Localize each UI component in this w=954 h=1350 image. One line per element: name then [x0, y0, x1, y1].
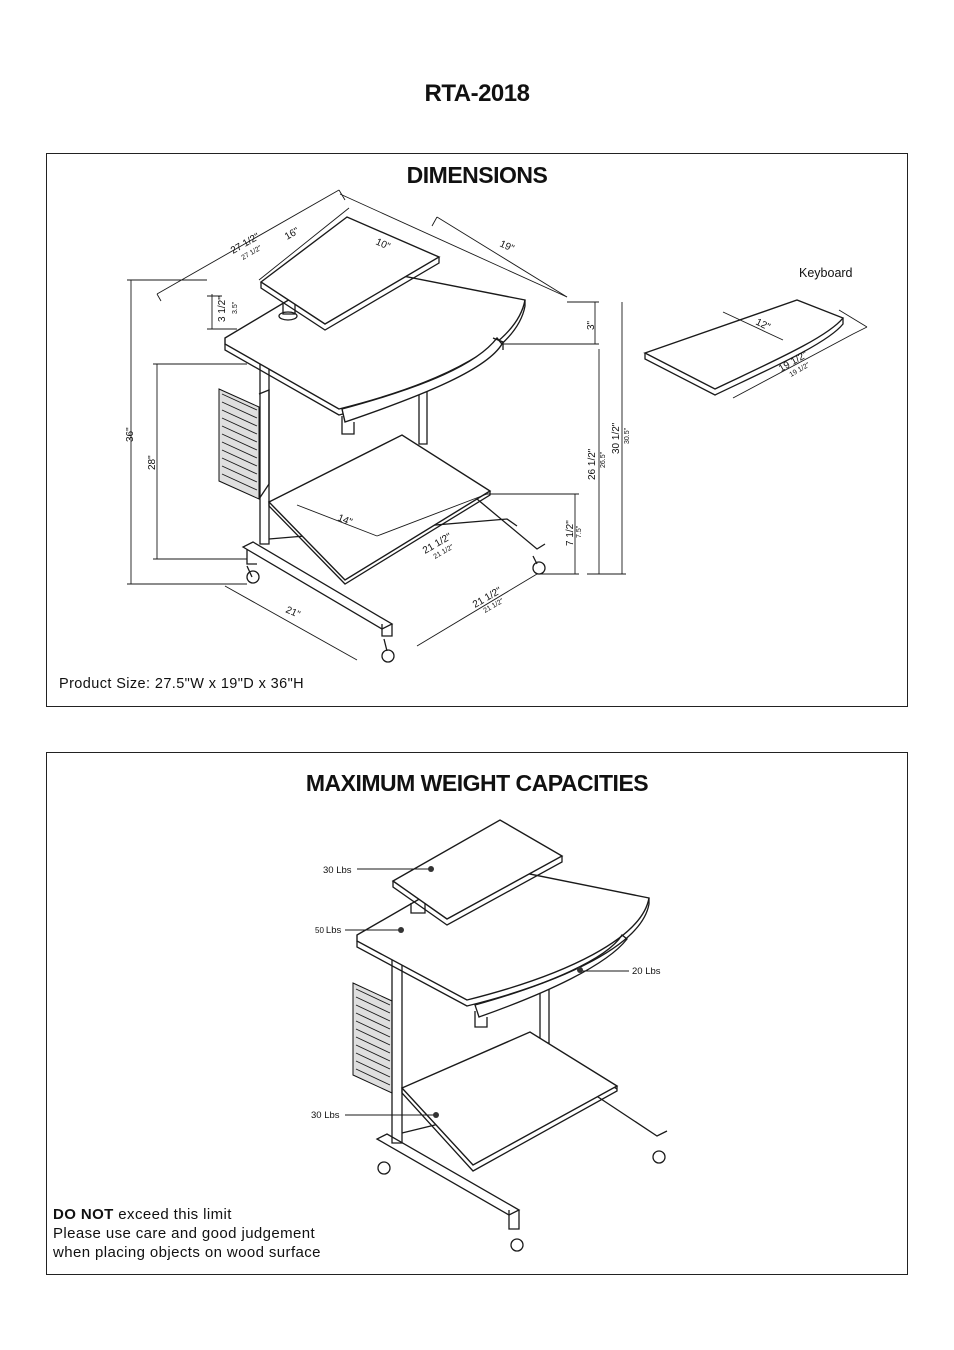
weight-heading: MAXIMUM WEIGHT CAPACITIES	[305, 770, 649, 796]
keyboard-height-small-label: 30.5"	[624, 427, 631, 444]
shelf-height-label: 7 1/2"	[565, 520, 576, 546]
weight-panel: MAXIMUM WEIGHT CAPACITIES	[46, 752, 908, 1275]
keyboard-height-label: 30 1/2"	[611, 422, 622, 454]
monitor-height-small-label: 3.5"	[232, 301, 239, 314]
tray-drop-label: 3"	[586, 320, 597, 330]
product-size-caption: Product Size: 27.5"W x 19"D x 36"H	[59, 676, 305, 692]
base-width-label: 21"	[284, 605, 302, 621]
desk-height-label: 28"	[147, 455, 158, 470]
dimensions-panel: DIMENSIONS	[46, 153, 908, 707]
monitor-height-label: 3 1/2"	[217, 296, 228, 322]
bottom-shelf-weight: 30 Lbs	[311, 1110, 340, 1121]
monitor-width-label: 16"	[283, 226, 302, 243]
desk-top-weight-value: 50	[315, 926, 324, 935]
note-bold: DO NOT	[53, 1206, 114, 1223]
note-line-3: when placing objects on wood surface	[53, 1244, 321, 1261]
shelf-height-small-label: 7.5"	[576, 525, 583, 538]
weight-note: DO NOT exceed this limit Please use care…	[53, 1205, 321, 1262]
bottom-shelf	[267, 434, 492, 581]
keyboard-detail: Keyboard 12" 19 1/2" 19 1/2"	[643, 266, 868, 399]
keyboard-label: Keyboard	[799, 266, 853, 280]
tray-clearance-label: 26 1/2"	[587, 448, 598, 480]
note-rest: exceed this limit	[113, 1206, 232, 1223]
cpu-holder-weights	[352, 982, 393, 1094]
monitor-shelf-weight: 30 Lbs	[323, 865, 352, 876]
dimension-lines	[127, 189, 626, 661]
cpu-holder	[218, 388, 270, 500]
tray-clearance-small-label: 26.5"	[600, 451, 607, 468]
desk-top-weight-unit: Lbs	[326, 925, 342, 936]
keyboard-tray-weight: 20 Lbs	[632, 966, 661, 977]
note-line-2: Please use care and good judgement	[53, 1225, 316, 1242]
shelf-depth-label: 14"	[336, 513, 354, 529]
dimensions-heading: DIMENSIONS	[406, 162, 548, 188]
total-height-label: 36"	[125, 427, 136, 442]
page-title: RTA-2018	[424, 80, 530, 107]
bottom-shelf-weights	[400, 1031, 619, 1166]
dimensions-drawing: 27 1/2" 27 1/2" 16" 10" 19" 3 1/2" 3.5" …	[125, 189, 868, 663]
desk-depth-label: 19"	[498, 239, 516, 255]
